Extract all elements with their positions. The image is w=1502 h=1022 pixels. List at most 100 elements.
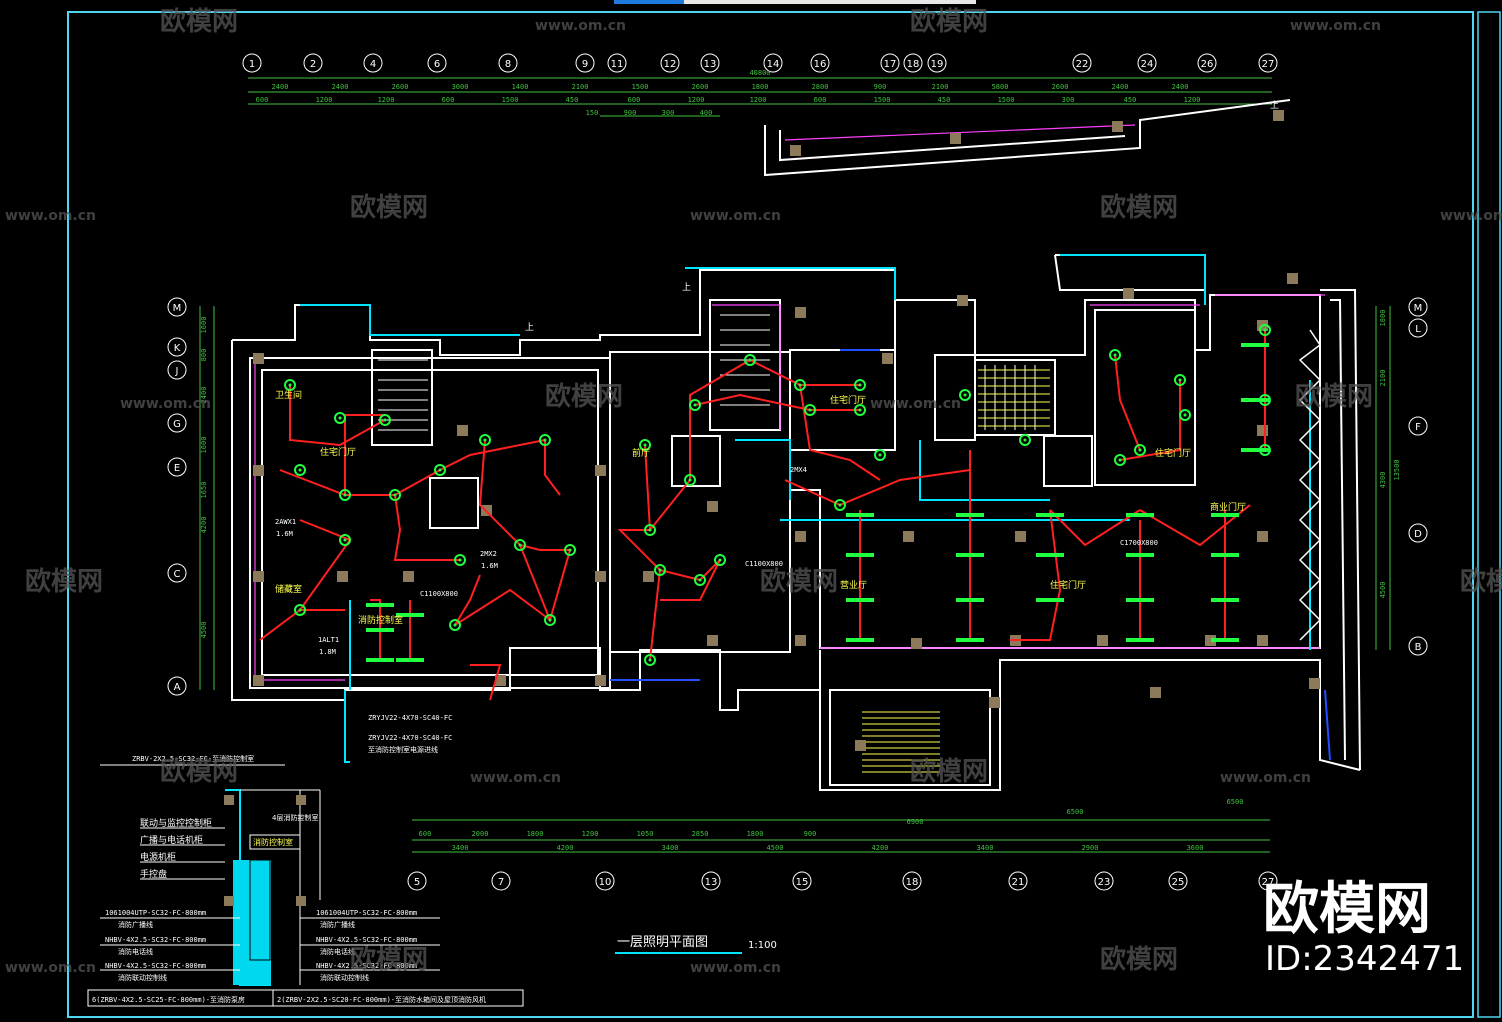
axis-bubble-circle bbox=[763, 53, 783, 73]
axis-bubble-circle bbox=[407, 871, 427, 891]
fixture-ring bbox=[544, 614, 556, 626]
ceiling-light-fixture bbox=[1179, 409, 1191, 421]
ceiling-light-fixture bbox=[434, 464, 446, 476]
fixture-dot bbox=[483, 438, 487, 442]
column bbox=[253, 571, 264, 582]
column bbox=[795, 531, 806, 542]
axis-bubble-circle bbox=[880, 53, 900, 73]
dimension-value: 6900 bbox=[907, 818, 924, 826]
axis-bubble: 7 bbox=[491, 871, 511, 891]
fixture-dot bbox=[1183, 413, 1187, 417]
axis-bubble: 23 bbox=[1094, 871, 1114, 891]
fluorescent-tube bbox=[396, 658, 424, 662]
dimension-value: 300 bbox=[1062, 96, 1075, 104]
legend-row-right-3: NHBV-4X2.5-SC32-FC-800mm bbox=[316, 936, 417, 944]
dimension-value: 2400 bbox=[272, 83, 289, 91]
ceiling-light-fixture bbox=[714, 554, 726, 566]
column bbox=[790, 145, 801, 156]
axis-bubble-circle bbox=[575, 53, 595, 73]
room-label-r10: 前厅 bbox=[632, 447, 650, 459]
ceiling-light-fixture bbox=[449, 619, 461, 631]
fluorescent-tube bbox=[1211, 513, 1239, 517]
axis-bubble-label: 17 bbox=[884, 59, 897, 70]
window-top-strip bbox=[614, 0, 976, 4]
fluorescent-tube bbox=[1241, 448, 1269, 452]
axis-bubble-circle bbox=[363, 53, 383, 73]
dimension-value: 400 bbox=[700, 109, 713, 117]
axis-bubble-label: 21 bbox=[1012, 877, 1025, 888]
dimension-value: 450 bbox=[1124, 96, 1137, 104]
fluorescent-tube bbox=[1126, 598, 1154, 602]
brand-watermark: 欧模网 bbox=[760, 566, 838, 597]
dimension-value: 1050 bbox=[637, 830, 654, 838]
ceiling-light-fixture bbox=[694, 574, 706, 586]
lighting-fixtures bbox=[284, 324, 1271, 666]
brand-watermark: 欧模网 bbox=[1295, 381, 1373, 412]
fixture-dot bbox=[343, 538, 347, 542]
dimension-value: 2400 bbox=[1112, 83, 1129, 91]
axis-bubble-label: 23 bbox=[1098, 877, 1111, 888]
ceiling-light-fixture bbox=[339, 534, 351, 546]
ceiling-light-fixture bbox=[1019, 434, 1031, 446]
fixture-dot bbox=[643, 443, 647, 447]
fixture-dot bbox=[858, 408, 862, 412]
axis-bubble-label: M bbox=[1414, 303, 1423, 314]
axis-bubble: 25 bbox=[1168, 871, 1188, 891]
dimension-value: 3400 bbox=[977, 844, 994, 852]
column bbox=[1273, 110, 1284, 121]
column bbox=[707, 635, 718, 646]
axis-bubble-circle bbox=[167, 337, 187, 357]
axis-bubble-label: 12 bbox=[664, 59, 677, 70]
axis-bubble-circle bbox=[1197, 53, 1217, 73]
axis-bubble: 27 bbox=[1258, 871, 1278, 891]
dimension-value: 3400 bbox=[662, 844, 679, 852]
inner-frame bbox=[1477, 11, 1501, 1018]
axis-bubble-label: 9 bbox=[582, 59, 588, 70]
fixture-dot bbox=[1113, 353, 1117, 357]
ceiling-light-fixture bbox=[454, 554, 466, 566]
dimension-value: 2600 bbox=[692, 83, 709, 91]
legend-side-box: 消防控制室 bbox=[253, 837, 293, 847]
axis-bubble: 2 bbox=[303, 53, 323, 73]
column bbox=[1309, 678, 1320, 689]
fixture-ring bbox=[294, 604, 306, 616]
east-facade-zigzag bbox=[1298, 329, 1322, 641]
fixture-ring bbox=[1134, 444, 1146, 456]
url-watermark: www.om.cn bbox=[1220, 770, 1311, 786]
dimension-value: 450 bbox=[566, 96, 579, 104]
axis-bubble-circle bbox=[1408, 416, 1428, 436]
ceiling-light-fixture bbox=[644, 654, 656, 666]
column bbox=[403, 571, 414, 582]
dimension-value: 4200 bbox=[200, 517, 208, 534]
dimension-value: 600 bbox=[256, 96, 269, 104]
legend-row-right-5: NHBV-4X2.5-SC32-FC-800mm bbox=[316, 962, 417, 970]
axis-bubble-label: 8 bbox=[505, 59, 511, 70]
ceiling-light-fixture bbox=[389, 489, 401, 501]
legend-side-label: 4层消防控制室 bbox=[272, 813, 318, 822]
axis-bubble-circle bbox=[491, 871, 511, 891]
axis-bubble: C bbox=[167, 563, 187, 583]
fixture-dot bbox=[808, 408, 812, 412]
axis-bubble-label: E bbox=[174, 463, 180, 474]
dimension-value: 1800 bbox=[747, 830, 764, 838]
dimension-value: 1200 bbox=[1184, 96, 1201, 104]
column bbox=[643, 571, 654, 582]
legend-row-right-4: 消防电话线 bbox=[320, 947, 355, 956]
ceiling-light-fixture bbox=[514, 539, 526, 551]
ceiling-light-fixture bbox=[794, 379, 806, 391]
axis-bubble-circle bbox=[810, 53, 830, 73]
cable-label-3: 至消防控制室电源进线 bbox=[368, 745, 438, 754]
stair-up-labels: 上 上 上 bbox=[525, 100, 1279, 333]
fixture-ring bbox=[834, 499, 846, 511]
url-watermark: www.om.cn bbox=[1440, 208, 1502, 224]
axis-bubble: E bbox=[167, 457, 187, 477]
axis-bubble: 12 bbox=[660, 53, 680, 73]
dimension-value: 2400 bbox=[332, 83, 349, 91]
fixture-dot bbox=[548, 618, 552, 622]
axis-bubble-circle bbox=[1408, 636, 1428, 656]
dimension-value: 800 bbox=[200, 349, 208, 362]
column bbox=[1150, 687, 1161, 698]
up-label-3: 上 bbox=[1270, 100, 1279, 111]
fixture-dot bbox=[1023, 438, 1027, 442]
